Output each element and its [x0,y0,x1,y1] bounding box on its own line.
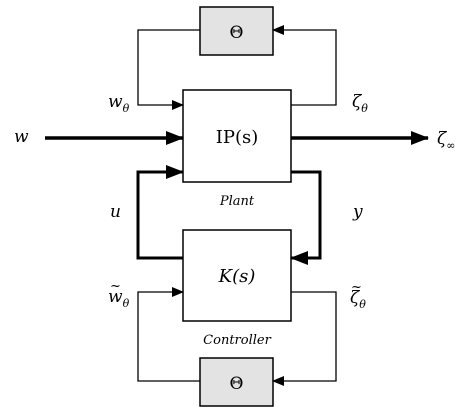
label-w-theta-base: w [108,92,123,112]
label-w-theta: wθ [108,92,130,115]
plant-block: IP(s) Plant [182,89,292,209]
label-y: y [352,202,363,222]
controller-block: K(s) Controller [182,229,292,348]
label-zeta-theta-base: ζ [352,92,363,112]
theta-bottom-label: Θ [230,374,244,394]
plant-transfer-label: IP(s) [216,127,259,148]
label-zeta-inf-base: ζ [437,129,448,149]
label-zeta-tilde-sub: θ [359,298,366,311]
plant-box [182,89,292,183]
arrow-zeta-tilde-to-theta [272,291,337,386]
label-zeta-inf: ζ∞ [437,129,455,152]
theta-bottom-block: Θ [199,357,274,407]
controller-transfer-label: K(s) [218,266,256,287]
label-zeta-tilde-base: ζ [350,288,361,308]
arrow-zeta-theta-to-theta [272,25,337,106]
label-zeta-tilde: ζθ [350,288,366,311]
controller-caption: Controller [203,333,271,348]
label-w-tilde-sub: θ [123,297,130,310]
label-u: u [110,202,121,222]
theta-top-label: Θ [230,23,244,43]
arrow-y-plant-to-controller [290,170,322,265]
label-zeta-theta-sub: θ [361,102,368,115]
label-zeta-theta: ζθ [352,92,368,115]
label-w-tilde: wθ [108,287,130,310]
label-zeta-inf-sub: ∞ [446,139,455,152]
theta-top-box [199,6,274,56]
theta-top-block: Θ [199,6,274,56]
plant-caption: Plant [219,194,255,209]
label-zeta-tilde-mark: ~ [351,280,362,295]
label-w-theta-sub: θ [123,102,130,115]
arrow-theta-to-w-theta [137,29,200,110]
controller-box [182,229,292,322]
label-w: w [14,127,29,147]
arrow-theta-to-w-tilde [137,287,200,382]
label-w-tilde-mark: ~ [110,279,121,294]
label-w-tilde-base: w [108,287,123,307]
arrow-u-controller-to-plant [136,165,184,260]
